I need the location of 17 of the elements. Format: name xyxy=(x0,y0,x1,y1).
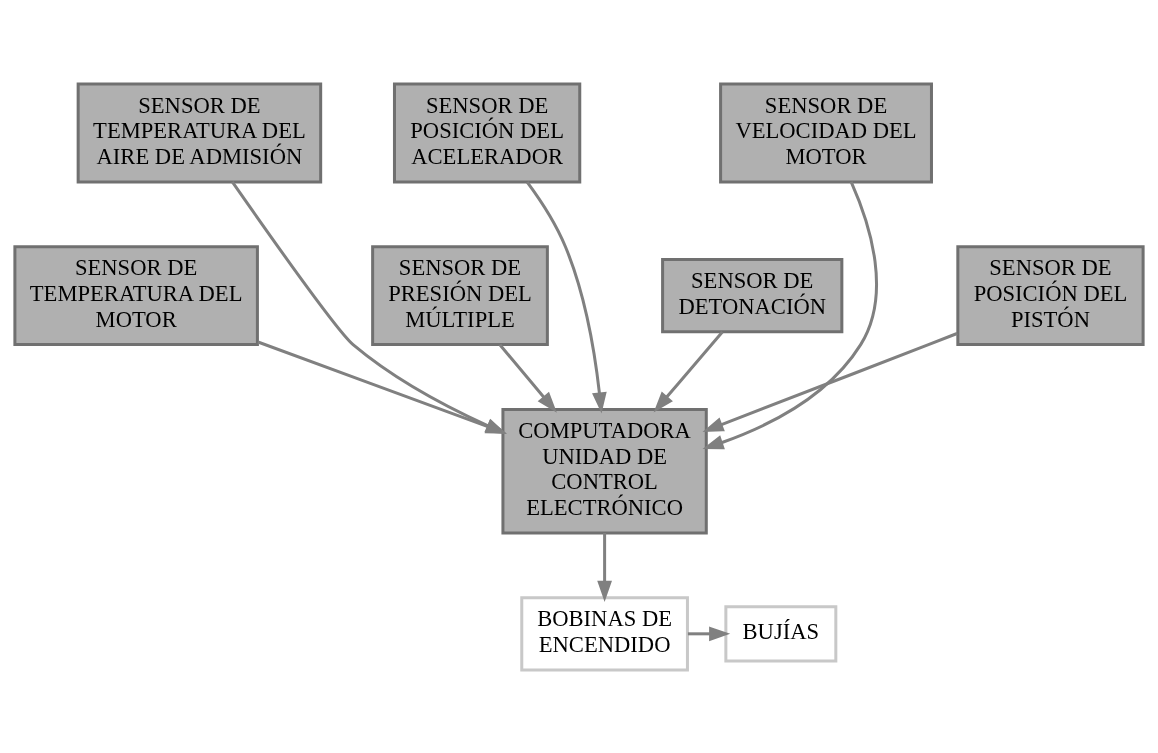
node-box: SENSOR DE VELOCIDAD DEL MOTOR xyxy=(719,82,933,183)
arrow xyxy=(498,343,557,413)
node-box: SENSOR DE POSICIÓN DEL PISTÓN xyxy=(956,244,1145,346)
arrow xyxy=(653,330,724,412)
arrow xyxy=(702,331,958,432)
arrow xyxy=(525,180,607,414)
node-box: SENSOR DE TEMPERATURA DEL MOTOR xyxy=(13,244,259,346)
node-box: SENSOR DE DETONACIÓN xyxy=(661,257,844,333)
arrow xyxy=(687,625,731,641)
arrow xyxy=(702,180,878,449)
node-box: SENSOR DE TEMPERATURA DEL AIRE DE ADMISIÓN xyxy=(76,82,323,183)
node-box: BUJÍAS xyxy=(724,604,838,662)
node-box: BOBINAS DE ENCENDIDO xyxy=(520,595,689,671)
node-box: COMPUTADORA UNIDAD DE CONTROL ELECTRÓNICO xyxy=(501,407,708,534)
arrow xyxy=(597,532,612,602)
node-box: SENSOR DE POSICIÓN DEL ACELERADOR xyxy=(392,82,582,183)
node-box: SENSOR DE PRESIÓN DEL MÚLTIPLE xyxy=(371,244,549,346)
